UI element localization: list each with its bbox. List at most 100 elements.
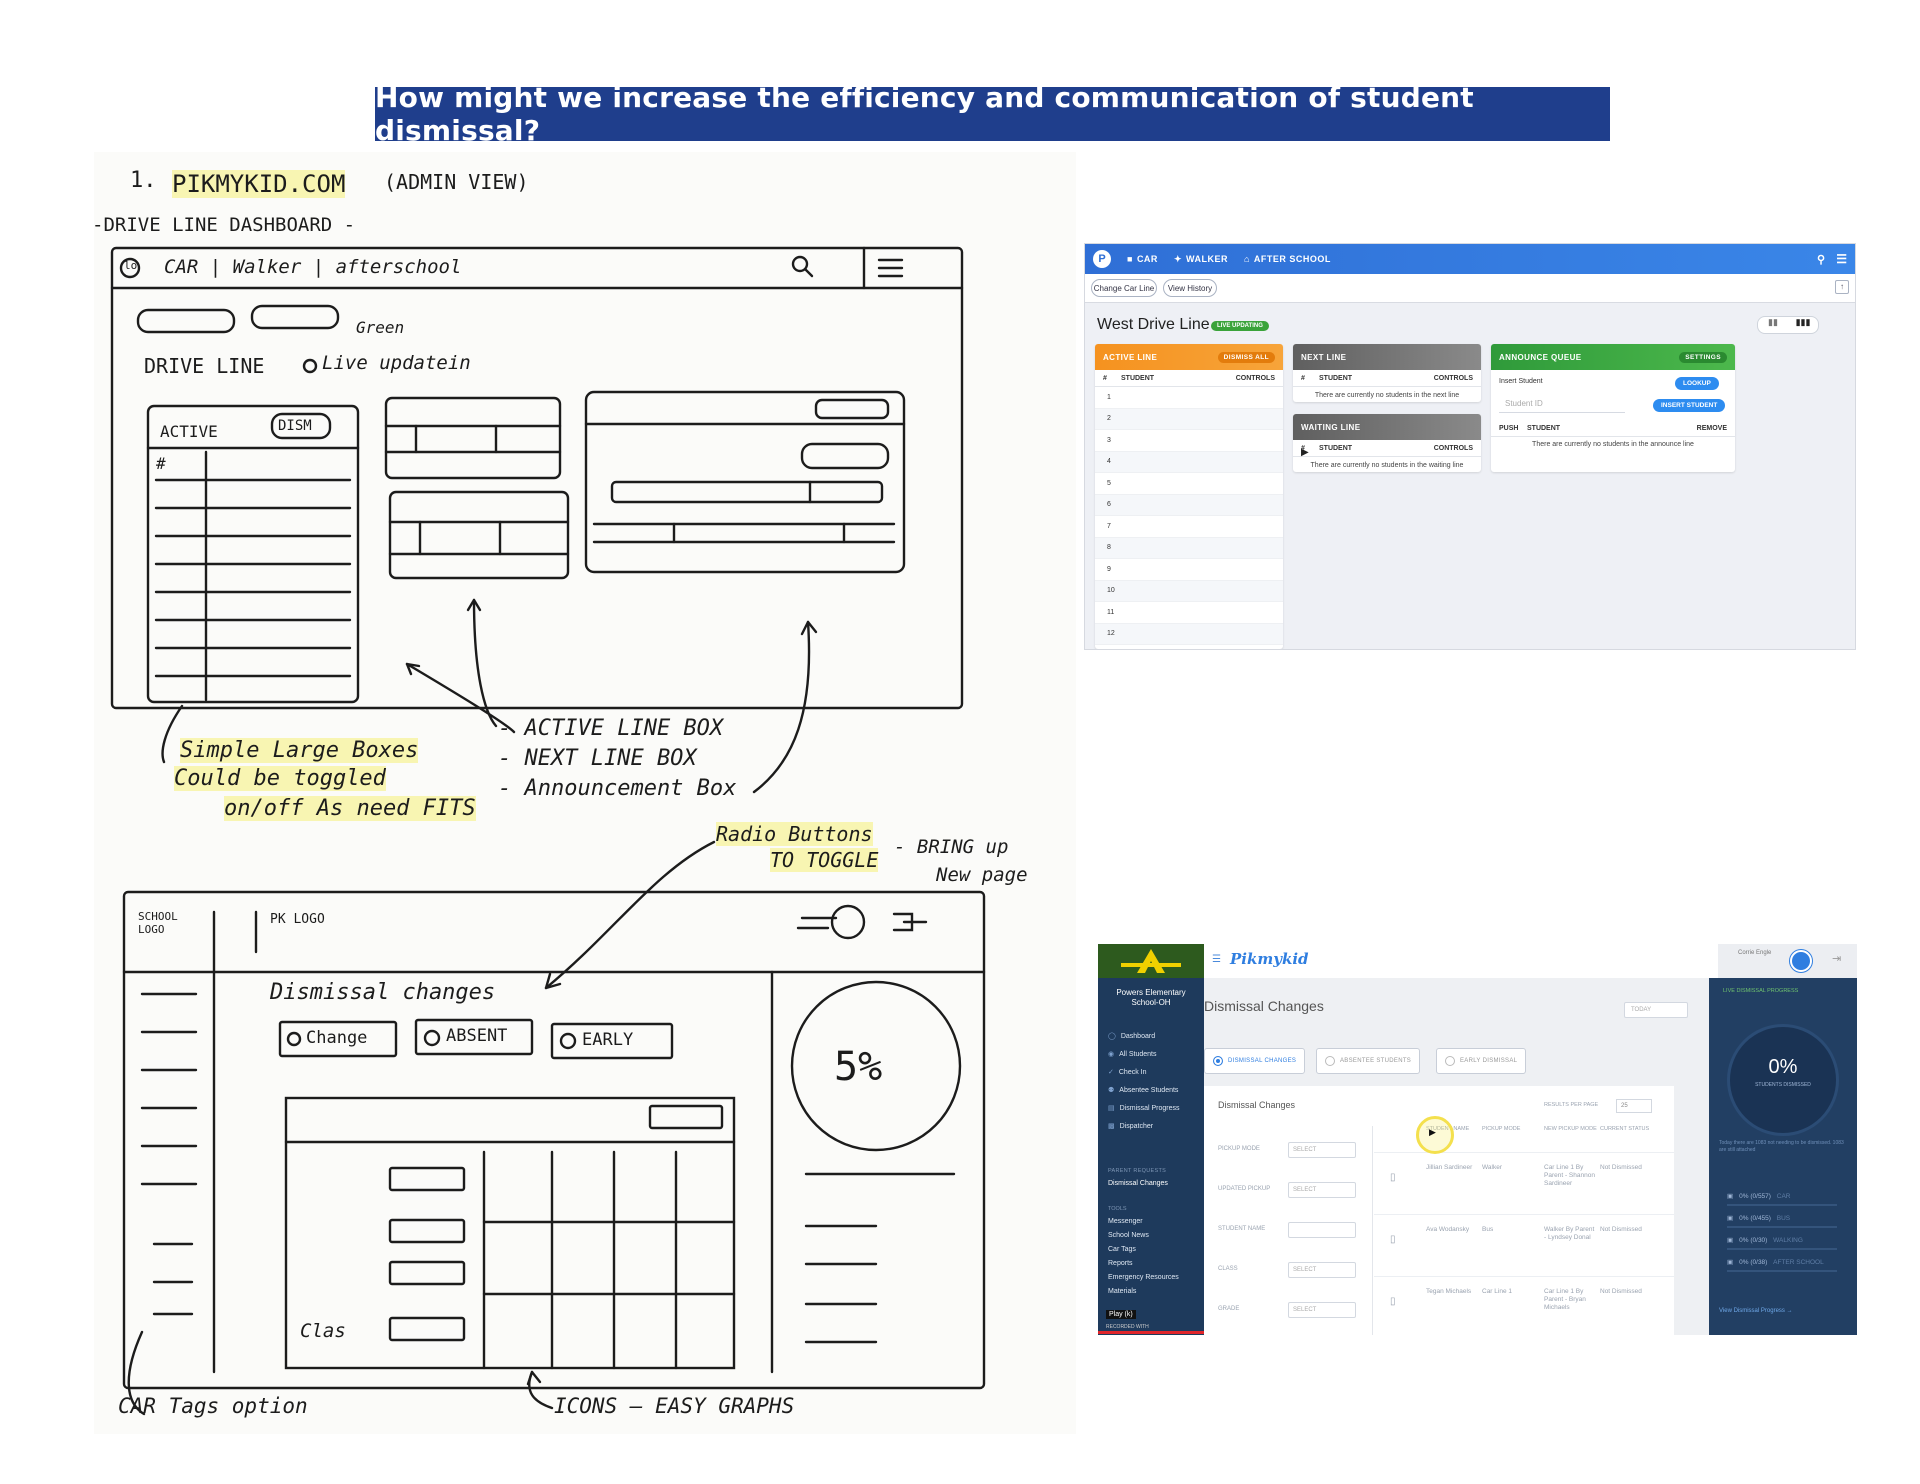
row-number: 11	[1107, 608, 1115, 616]
table-row[interactable]	[1374, 1152, 1674, 1213]
walker-icon: ✦	[1173, 253, 1182, 264]
layout-toggle[interactable]: ▮▮ ▮▮▮	[1757, 316, 1819, 334]
table-row[interactable]	[1374, 1214, 1674, 1275]
sketch-site-title: PIKMYKID.COM	[172, 170, 346, 198]
three-column-icon[interactable]: ▮▮▮	[1795, 317, 1811, 327]
sketch-hash: #	[156, 454, 166, 473]
sidebar-tool-school-news[interactable]: School News	[1108, 1232, 1149, 1239]
menu-icon[interactable]: ☰	[1836, 252, 1847, 266]
lookup-button[interactable]: LOOKUP	[1675, 377, 1719, 390]
sketch-radio-note-2: TO TOGGLE	[770, 848, 879, 872]
sidebar-item-check-in[interactable]: ✓Check In	[1108, 1068, 1147, 1077]
mode-progress-bar	[1727, 1248, 1837, 1250]
home-icon: ◯	[1108, 1033, 1116, 1040]
sidebar-tool-reports[interactable]: Reports	[1108, 1260, 1133, 1267]
logout-icon[interactable]: ⇥	[1832, 953, 1842, 965]
date-select[interactable]: TODAY	[1624, 1002, 1688, 1018]
video-progress-bar[interactable]	[1098, 1331, 1298, 1334]
sketch-radio-note-1: Radio Buttons	[716, 822, 873, 846]
bus-icon: ▣	[1727, 1215, 1734, 1222]
upload-icon[interactable]: ↑	[1835, 280, 1849, 294]
progress-icon: ▤	[1108, 1105, 1115, 1112]
waiting-line-empty: There are currently no students in the w…	[1310, 462, 1464, 469]
table-cell: Jillian Sardineer	[1426, 1164, 1473, 1171]
radio-early-dismissal[interactable]: EARLY DISMISSAL	[1436, 1048, 1527, 1074]
car-icon: ▣	[1727, 1193, 1734, 1200]
two-column-icon[interactable]: ▮▮	[1768, 317, 1778, 327]
filter-select[interactable]	[1288, 1222, 1356, 1238]
sketch-list-1: - ACTIVE LINE BOX	[498, 716, 724, 741]
active-line-row: 12	[1095, 623, 1283, 645]
filter-select[interactable]: SELECT	[1288, 1262, 1356, 1278]
row-number: 12	[1107, 630, 1115, 638]
table-cell: Car Line 1 By Parent - Shannon Sardineer	[1544, 1164, 1595, 1187]
filter-label: GRADE	[1218, 1306, 1240, 1312]
sketch-radio-change: Change	[306, 1028, 368, 1048]
sidebar-tool-emergency-resources[interactable]: Emergency Resources	[1108, 1274, 1179, 1281]
sidebar-item-absentee-students[interactable]: ⚉Absentee Students	[1108, 1086, 1179, 1095]
active-line-columns: # STUDENT CONTROLS	[1095, 370, 1283, 387]
walker-icon: ▯	[1390, 1172, 1396, 1183]
results-per-page-select[interactable]: 25	[1616, 1099, 1652, 1113]
menu-toggle-icon[interactable]: ☰	[1212, 954, 1221, 965]
bus-icon: ▯	[1390, 1234, 1396, 1245]
dismiss-all-button[interactable]: DISMISS ALL	[1217, 351, 1275, 363]
tools-label: TOOLS	[1108, 1206, 1127, 1212]
sketch-bring-note-1: - BRING up	[894, 836, 1009, 858]
filter-select[interactable]: SELECT	[1288, 1142, 1356, 1158]
radio-absentee-students[interactable]: ABSENTEE STUDENTS	[1316, 1048, 1421, 1074]
sidebar-item-dashboard[interactable]: ◯Dashboard	[1108, 1032, 1156, 1041]
column-header: PICKUP MODE	[1482, 1126, 1521, 1132]
view-history-button[interactable]: View History	[1163, 279, 1217, 297]
sidebar-tool-messenger[interactable]: Messenger	[1108, 1218, 1143, 1225]
filter-select[interactable]: SELECT	[1288, 1182, 1356, 1198]
sidebar-item-dismissal-changes[interactable]: Dismissal Changes	[1108, 1180, 1168, 1187]
sidebar-item-all-students[interactable]: ◉All Students	[1108, 1050, 1157, 1059]
sketch-live-update: Live updatein	[322, 352, 471, 374]
sidebar-tool-car-tags[interactable]: Car Tags	[1108, 1246, 1136, 1253]
check-in-icon: ✓	[1108, 1069, 1114, 1076]
mode-progress-bar	[1727, 1270, 1837, 1272]
tab-car[interactable]: ■CAR	[1127, 254, 1158, 264]
search-icon[interactable]: ⚲	[1816, 253, 1825, 266]
row-number: 4	[1107, 458, 1111, 466]
view-dismissal-progress-link[interactable]: View Dismissal Progress →	[1719, 1308, 1793, 1314]
settings-button[interactable]: SETTINGS	[1679, 351, 1727, 363]
insert-student-label: Insert Student	[1499, 378, 1543, 385]
mouse-cursor-icon: ▶	[1301, 447, 1309, 458]
row-number: 10	[1107, 587, 1115, 595]
sketch-dismissal-title: Dismissal changes	[270, 980, 496, 1005]
sketch-note-line1: Simple Large Boxes	[180, 738, 419, 763]
change-car-line-button[interactable]: Change Car Line	[1091, 279, 1157, 297]
tab-walker[interactable]: ✦WALKER	[1173, 253, 1228, 265]
filter-label: PICKUP MODE	[1218, 1146, 1260, 1152]
row-number: 7	[1107, 522, 1111, 530]
student-id-input[interactable]: Student ID	[1499, 396, 1625, 413]
page-title: Dismissal Changes	[1204, 998, 1324, 1014]
waiting-line-header: WAITING LINE	[1293, 414, 1481, 440]
sketch-note-line2: Could be toggled	[174, 766, 386, 791]
progress-sub: STUDENTS DISMISSED	[1755, 1082, 1811, 1088]
dispatcher-icon: ▩	[1108, 1123, 1115, 1130]
sketch-percent: 5%	[834, 1044, 883, 1090]
sidebar-item-dispatcher[interactable]: ▩Dispatcher	[1108, 1122, 1154, 1131]
table-cell: Not Dismissed	[1600, 1288, 1642, 1295]
user-name: Corrie Engle	[1738, 950, 1772, 956]
sidebar-tool-materials[interactable]: Materials	[1108, 1288, 1137, 1295]
announce-queue-header: ANNOUNCE QUEUE SETTINGS	[1491, 344, 1735, 370]
active-line-header: ACTIVE LINE DISMISS ALL	[1095, 344, 1283, 370]
sidebar-item-dismissal-progress[interactable]: ▤Dismissal Progress	[1108, 1104, 1180, 1113]
table-cell: Bus	[1482, 1226, 1494, 1233]
avatar[interactable]	[1790, 950, 1812, 972]
sketch-dismiss-label: DISM	[278, 418, 312, 434]
table-row[interactable]	[1374, 1276, 1674, 1335]
next-line-columns: # STUDENT CONTROLS	[1293, 370, 1481, 387]
insert-student-button[interactable]: INSERT STUDENT	[1653, 399, 1726, 412]
table-cell: Walker	[1482, 1164, 1502, 1171]
sketch-active-label: ACTIVE	[160, 422, 218, 441]
filter-select[interactable]: SELECT	[1288, 1302, 1356, 1318]
radio-dismissal-changes[interactable]: DISMISSAL CHANGES	[1204, 1048, 1306, 1074]
tab-after-school[interactable]: ⌂AFTER SCHOOL	[1243, 254, 1331, 264]
active-line-row: 4	[1095, 451, 1283, 473]
dismissal-changes-screenshot: Powers Elementary School-OH ◯Dashboard◉A…	[1098, 944, 1857, 1335]
